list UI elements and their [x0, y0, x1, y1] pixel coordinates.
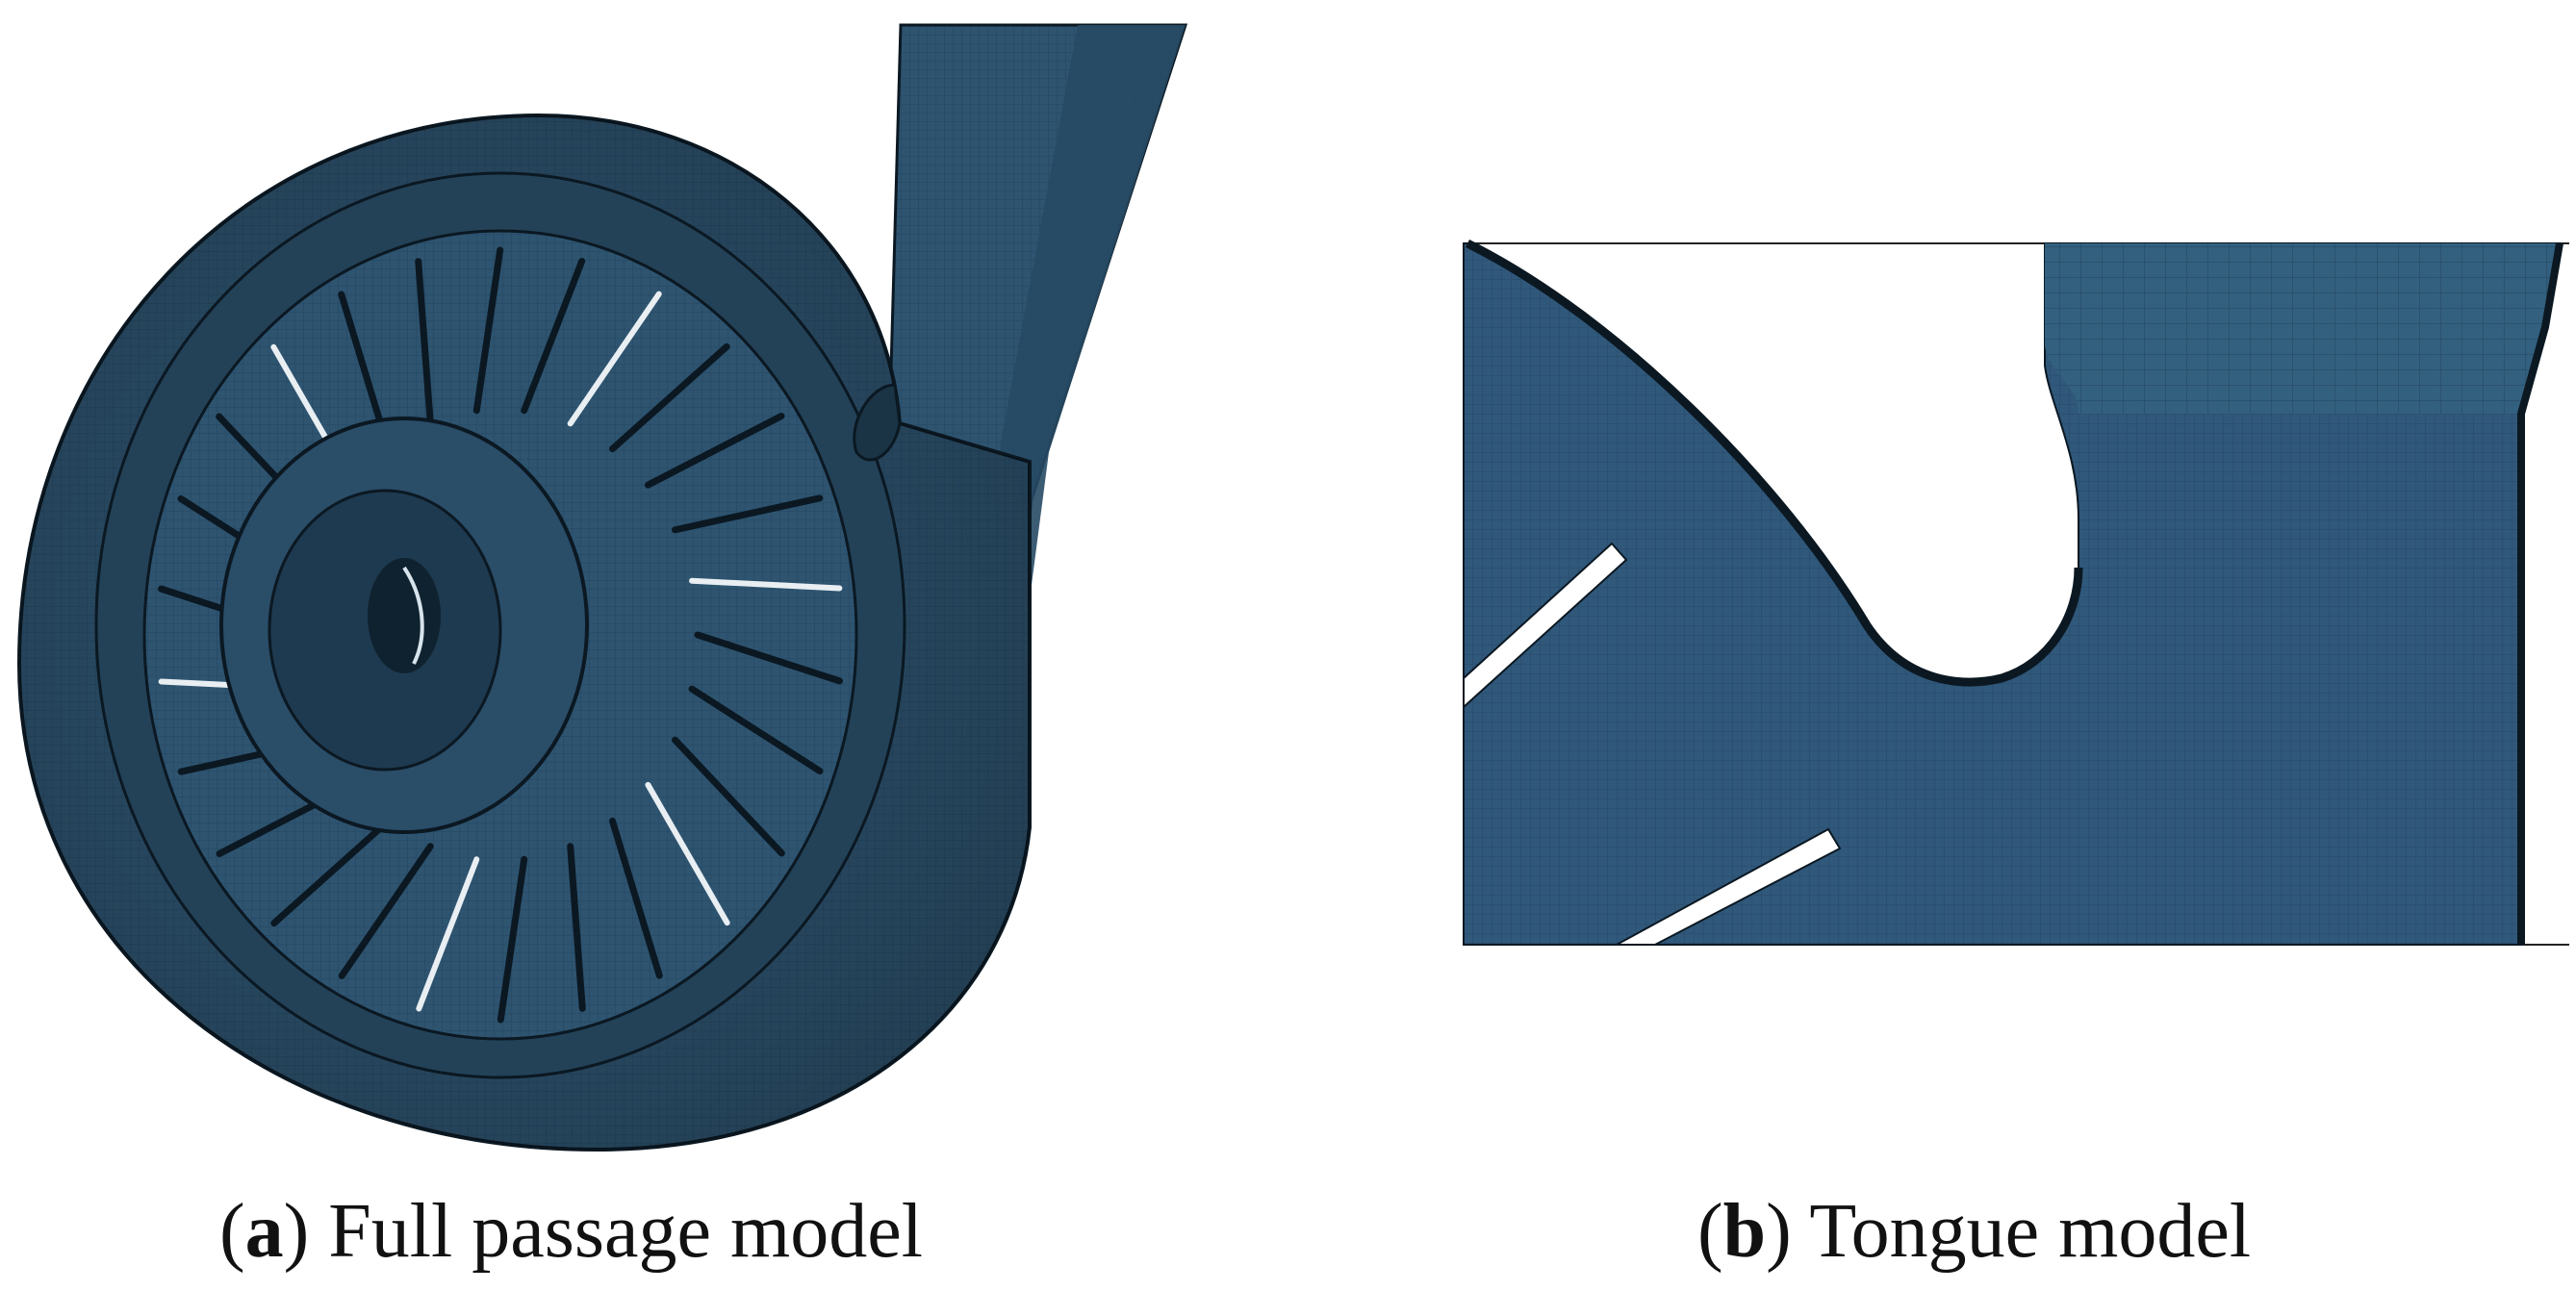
impeller-blade	[472, 246, 504, 415]
caption-tongue-model: (b) Tongue model	[1697, 1189, 2252, 1274]
impeller-blade	[689, 577, 843, 592]
impeller-blade	[608, 342, 730, 453]
impeller-blade	[672, 736, 785, 857]
casing-wall	[1465, 239, 2083, 687]
impeller-blade	[416, 856, 480, 1012]
tongue-model-figure	[1463, 239, 2569, 946]
blade-gap-upper	[1463, 542, 1628, 710]
impeller-blade	[567, 291, 662, 427]
tongue-model-panel	[1424, 0, 2576, 1291]
blade-gap-lower	[1616, 827, 1842, 946]
impeller-blade	[644, 413, 785, 489]
impeller-blade	[688, 685, 824, 775]
impeller-blade	[645, 781, 730, 926]
impeller-blade	[521, 258, 586, 415]
impeller-blade	[672, 494, 824, 534]
impeller-blade	[694, 631, 843, 685]
impeller-blade	[497, 855, 528, 1024]
impeller-blade	[338, 843, 434, 979]
impeller-blade	[567, 843, 586, 1012]
inlet-pipe-inner	[368, 558, 441, 673]
impeller-blade	[608, 817, 663, 979]
caption-full-passage: (a) Full passage model	[219, 1189, 923, 1274]
full-passage-model-figure	[16, 23, 1188, 1152]
volute-tongue	[853, 383, 902, 462]
impeller-blade	[270, 817, 393, 927]
outlet-mesh-region	[2045, 243, 2560, 414]
impeller-blade	[415, 258, 434, 427]
full-passage-panel	[0, 0, 1251, 1291]
